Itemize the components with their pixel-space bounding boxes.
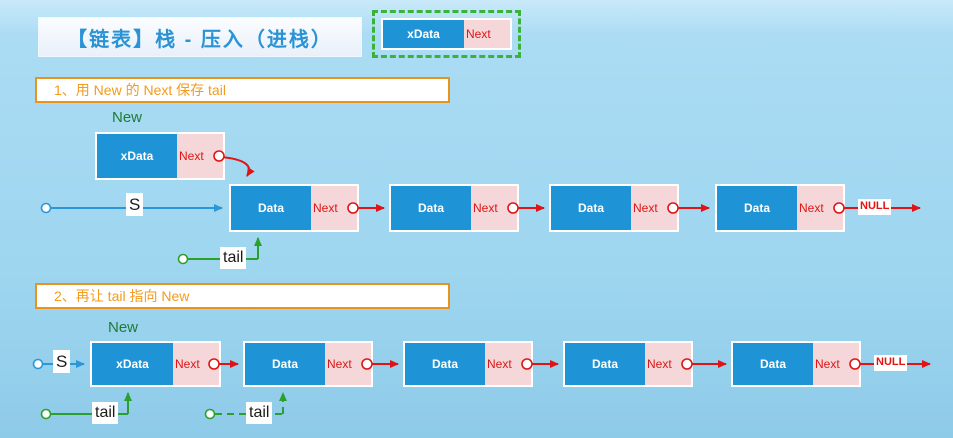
- node-next-cell: Next: [177, 134, 223, 178]
- null-label: NULL: [874, 355, 908, 371]
- page-title: 【链表】栈 - 压入（进栈）: [67, 28, 333, 51]
- tail-pointer-label: tail: [92, 402, 119, 424]
- list-node: Data Next: [549, 184, 679, 232]
- node-data-cell: Data: [245, 343, 325, 385]
- node-data-cell: Data: [551, 186, 631, 230]
- node-data-cell: Data: [717, 186, 797, 230]
- legend-node: xData Next: [381, 18, 512, 50]
- new-node: xData Next: [90, 341, 221, 387]
- list-node: Data Next: [715, 184, 845, 232]
- node-next-cell: Next: [645, 343, 691, 385]
- list-node: Data Next: [243, 341, 373, 387]
- pointer-origin-circle: [32, 358, 44, 370]
- list-node: Data Next: [563, 341, 693, 387]
- node-next-cell: Next: [311, 186, 357, 230]
- old-tail-pointer-label: tail: [246, 402, 273, 424]
- node-next-cell: Next: [631, 186, 677, 230]
- pointer-origin-circle: [40, 202, 52, 214]
- pointer-origin-circle: [177, 253, 189, 265]
- node-next-cell: Next: [471, 186, 517, 230]
- node-data-cell: Data: [405, 343, 485, 385]
- node-data-cell: Data: [733, 343, 813, 385]
- step-2-label: 2、再让 tail 指向 New: [35, 283, 450, 309]
- node-data-cell: Data: [391, 186, 471, 230]
- null-label: NULL: [858, 199, 892, 215]
- node-xdata-cell: xData: [92, 343, 173, 385]
- list-node: Data Next: [229, 184, 359, 232]
- pointer-origin-circle: [204, 408, 216, 420]
- pointer-origin-circle: [40, 408, 52, 420]
- legend-next-cell: Next: [464, 20, 510, 48]
- node-next-cell: Next: [797, 186, 843, 230]
- list-node: Data Next: [389, 184, 519, 232]
- node-data-cell: Data: [565, 343, 645, 385]
- step-1-label: 1、用 New 的 Next 保存 tail: [35, 77, 450, 103]
- list-node: Data Next: [403, 341, 533, 387]
- new-node-label: New: [108, 319, 139, 336]
- title-box: 【链表】栈 - 压入（进栈）: [39, 18, 361, 56]
- node-next-cell: Next: [485, 343, 531, 385]
- node-xdata-cell: xData: [97, 134, 177, 178]
- new-node: xData Next: [95, 132, 225, 180]
- node-next-cell: Next: [813, 343, 859, 385]
- list-node: Data Next: [731, 341, 861, 387]
- node-data-cell: Data: [231, 186, 311, 230]
- new-next-arrow: [220, 156, 255, 177]
- stack-pointer-label: S: [126, 193, 144, 217]
- new-node-label: New: [112, 109, 143, 126]
- legend-xdata-cell: xData: [383, 20, 464, 48]
- node-next-cell: Next: [173, 343, 219, 385]
- stack-pointer-label: S: [53, 350, 71, 374]
- tail-pointer-label: tail: [220, 247, 247, 269]
- node-next-cell: Next: [325, 343, 371, 385]
- legend-box: xData Next: [372, 10, 521, 58]
